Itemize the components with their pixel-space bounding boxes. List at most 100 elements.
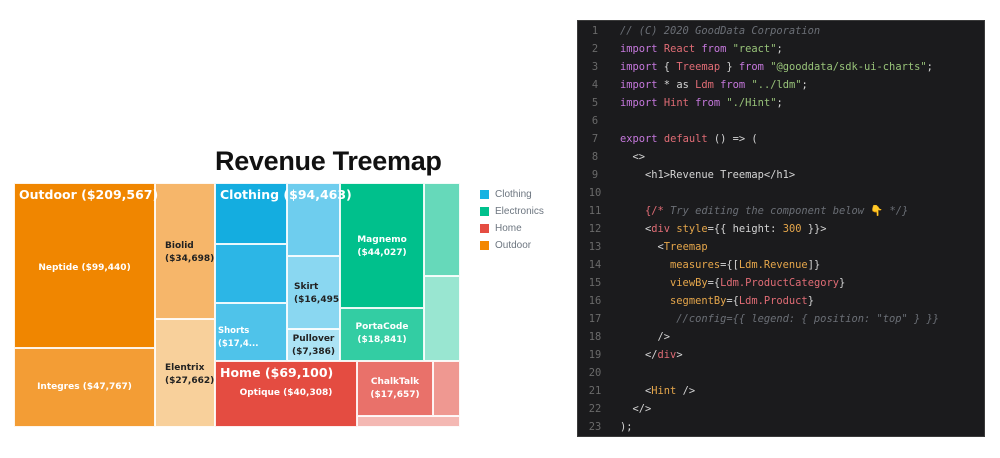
code-text (620, 259, 670, 271)
treemap-cell-biolid[interactable]: Biolid ($34,698) (155, 183, 215, 319)
cell-label: Skirt ($16,495) (294, 282, 340, 305)
code-attr: viewBy (670, 277, 708, 289)
treemap-cell-chalktalk[interactable]: ChalkTalk ($17,657) (357, 361, 433, 416)
code-keyword: import (620, 79, 658, 91)
code-keyword: default (663, 133, 708, 145)
treemap-cell-magnemo[interactable]: Magnemo ($44,027) (340, 183, 424, 308)
code-text: ={ (726, 295, 739, 307)
code-keyword: from (738, 61, 764, 73)
chart-title: Revenue Treemap (215, 146, 442, 176)
code-text (620, 277, 670, 289)
cell-label: ChalkTalk ($17,657) (370, 377, 420, 400)
treemap-cell-clothing-3[interactable] (287, 183, 340, 256)
line-number: 10 (588, 187, 602, 199)
code-comment: Try editing the component below (663, 205, 871, 217)
code-text: ={ (707, 277, 721, 289)
legend-label: Electronics (495, 206, 544, 217)
legend-item-electronics[interactable]: Electronics (480, 203, 544, 220)
code-keyword: import (620, 61, 658, 73)
code-keyword: from (701, 43, 727, 55)
code-text: ; (776, 97, 783, 109)
treemap-cell-electronics-3[interactable] (424, 183, 460, 276)
code-line: 12 <div style={{ height: 300 }}> (578, 220, 827, 238)
line-number: 11 (588, 205, 602, 217)
treemap-cell-neptide[interactable]: Neptide ($99,440) (14, 183, 155, 348)
treemap-cell-clothing-1[interactable] (215, 183, 287, 244)
treemap-cell-home-4[interactable] (357, 416, 460, 427)
code-text: <h1>Revenue Treemap</h1> (620, 169, 796, 181)
line-number: 13 (588, 241, 602, 253)
cell-label: Neptide ($99,440) (38, 263, 131, 273)
legend-swatch-icon (480, 224, 489, 233)
cell-label: Magnemo ($44,027) (357, 235, 407, 258)
line-number: 16 (588, 295, 602, 307)
code-line: 11 {/* Try editing the component below 👇… (578, 202, 909, 220)
code-line: 15 viewBy={Ldm.ProductCategory} (578, 274, 846, 292)
code-text: /> (676, 385, 696, 397)
line-number: 9 (591, 169, 599, 181)
code-keyword: from (695, 97, 721, 109)
treemap-cell-electronics-4[interactable] (424, 276, 460, 361)
treemap-cell-shorts[interactable]: Shorts ($17,4... (215, 303, 287, 361)
treemap-cell-integres[interactable]: Integres ($47,767) (14, 348, 155, 427)
code-text: } (807, 295, 814, 307)
code-text: () => ( (707, 133, 758, 145)
code-text: </> (620, 403, 652, 415)
group-label-clothing: Clothing ($94,463) (220, 187, 352, 202)
code-text: ={[ (720, 259, 739, 271)
legend-item-outdoor[interactable]: Outdoor (480, 237, 544, 254)
line-number: 5 (591, 97, 599, 109)
pointing-down-icon: 👇 (870, 205, 884, 217)
code-component: Hint (651, 385, 677, 397)
cell-label: PortaCode ($18,841) (355, 322, 409, 345)
line-number: 21 (588, 385, 602, 397)
treemap-cell-clothing-2[interactable] (215, 244, 287, 303)
group-label-home: Home ($69,100) (220, 365, 334, 380)
treemap-cell-skirt[interactable]: Skirt ($16,495) (287, 256, 340, 329)
line-number: 17 (588, 313, 602, 325)
code-text: < (620, 223, 652, 235)
treemap-cell-pullover[interactable]: Pullover ($7,386) (287, 329, 340, 361)
code-text: <> (620, 151, 646, 163)
line-number: 12 (588, 223, 602, 235)
chart-legend: Clothing Electronics Home Outdoor (480, 186, 544, 254)
cell-label: Biolid ($34,698) (165, 241, 215, 264)
code-line: 16 segmentBy={Ldm.Product} (578, 292, 814, 310)
code-identifier: Treemap (676, 61, 721, 73)
code-attr: segmentBy (670, 295, 727, 307)
legend-swatch-icon (480, 190, 489, 199)
code-text: { (657, 61, 677, 73)
code-string: "../ldm" (751, 79, 802, 91)
line-number: 19 (588, 349, 602, 361)
line-number: 8 (591, 151, 599, 163)
treemap-cell-portacode[interactable]: PortaCode ($18,841) (340, 308, 424, 361)
line-number: 1 (591, 25, 599, 37)
code-string: "./Hint" (726, 97, 777, 109)
code-identifier: Hint (663, 97, 689, 109)
cell-label: Integres ($47,767) (37, 382, 132, 392)
code-line: 8 <> (578, 148, 645, 166)
line-number: 4 (591, 79, 599, 91)
code-text: </ (620, 349, 658, 361)
legend-item-home[interactable]: Home (480, 220, 544, 237)
treemap-cell-optique[interactable]: Optique ($40,308) (215, 361, 357, 427)
legend-item-clothing[interactable]: Clothing (480, 186, 544, 203)
legend-swatch-icon (480, 241, 489, 250)
code-text: ={{ height: (707, 223, 783, 235)
code-comment: //config={{ legend: { position: "top" } … (620, 313, 940, 325)
treemap-cell-elentrix[interactable]: Elentrix ($27,662) (155, 319, 215, 427)
code-value: Ldm.Product (738, 295, 808, 307)
line-number: 6 (591, 115, 599, 127)
code-line: 14 measures={[Ldm.Revenue]} (578, 256, 820, 274)
treemap-cell-home-3[interactable] (433, 361, 460, 416)
code-text: ); (620, 421, 633, 433)
code-identifier: React (663, 43, 696, 55)
line-number: 14 (588, 259, 602, 271)
code-identifier: Ldm (695, 79, 714, 91)
code-line: 21 <Hint /> (578, 382, 695, 400)
code-text (620, 295, 670, 307)
